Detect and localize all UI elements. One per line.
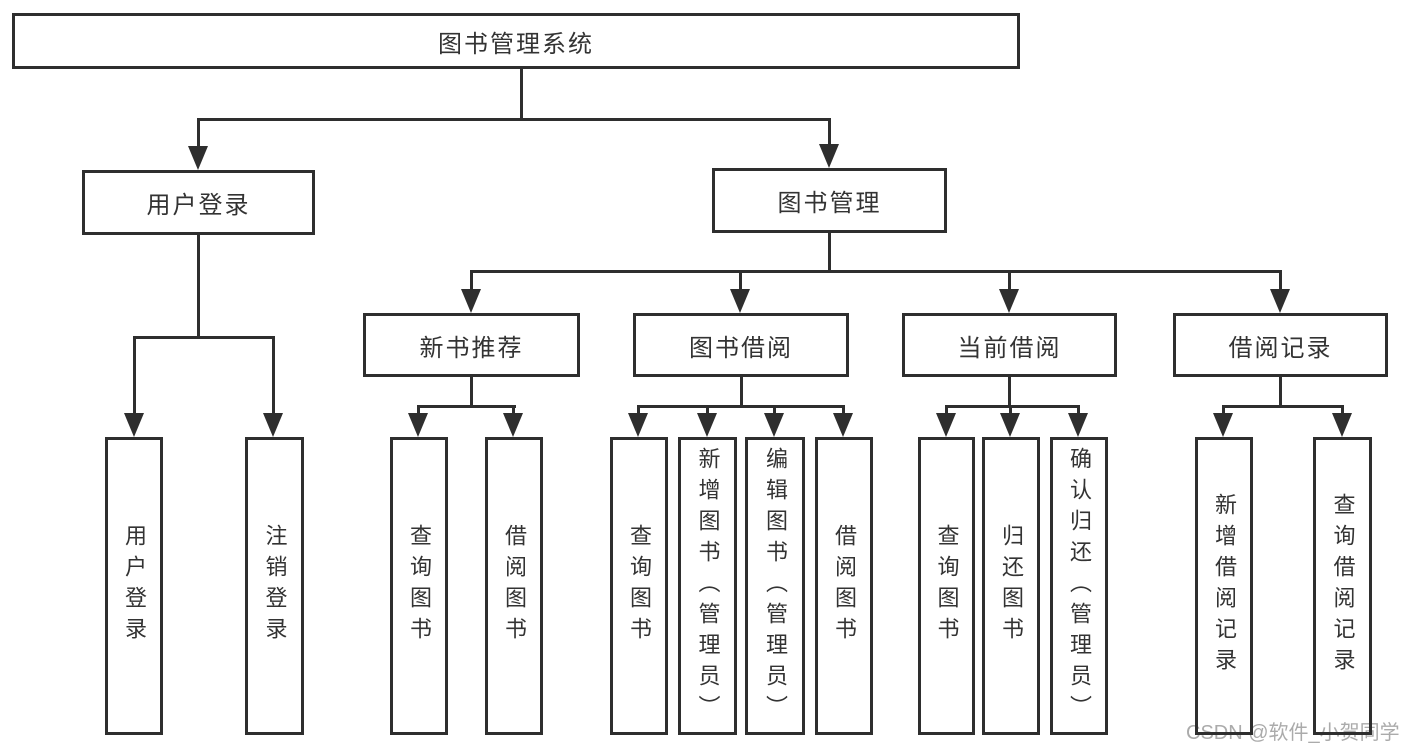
leaf-return-book-label: 归还图书 xyxy=(999,524,1024,648)
leaf-add-borrow-record: 新增借阅记录 xyxy=(1195,437,1253,735)
node-current-borrow: 当前借阅 xyxy=(902,313,1117,377)
connector-borrow-records-rail xyxy=(1222,405,1344,408)
arrow-down-icon xyxy=(833,413,853,437)
node-user-login-label: 用户登录 xyxy=(146,192,251,219)
connector-to-book-borrow xyxy=(739,270,742,289)
arrow-down-icon xyxy=(503,413,523,437)
leaf-borrow-books-2: 借阅图书 xyxy=(815,437,873,735)
connector-to-current-borrow xyxy=(1008,270,1011,289)
csdn-watermark: CSDN @软件_小贺同学 xyxy=(1186,722,1400,744)
arrow-down-icon xyxy=(730,289,750,313)
connector-new-book-recommend-rail xyxy=(417,405,516,408)
leaf-borrow-books-1: 借阅图书 xyxy=(485,437,543,735)
leaf-return-book: 归还图书 xyxy=(982,437,1040,735)
connector-new-book-recommend-stem xyxy=(470,377,473,408)
connector-borrow-records-stem xyxy=(1279,377,1282,408)
connector-to-leaf xyxy=(1009,405,1012,413)
leaf-query-borrow-record: 查询借阅记录 xyxy=(1313,437,1372,735)
leaf-add-borrow-record-label: 新增借阅记录 xyxy=(1212,493,1237,679)
leaf-query-books-2-label: 查询图书 xyxy=(627,524,652,648)
arrow-down-icon xyxy=(408,413,428,437)
arrow-down-icon xyxy=(124,413,144,437)
node-new-book-recommend: 新书推荐 xyxy=(363,313,580,377)
connector-current-borrow-stem xyxy=(1008,377,1011,408)
node-current-borrow-label: 当前借阅 xyxy=(957,334,1062,362)
connector-to-leaf xyxy=(706,405,709,413)
connector-to-leaf xyxy=(1341,405,1344,413)
leaf-query-borrow-record-label: 查询借阅记录 xyxy=(1330,493,1356,679)
connector-book-management-stem xyxy=(828,233,831,273)
connector-to-borrow-records xyxy=(1279,270,1282,289)
leaf-confirm-return-admin-label: 确认归还（管理员） xyxy=(1067,446,1092,726)
arrow-down-icon xyxy=(999,289,1019,313)
connector-book-borrow-stem xyxy=(740,377,743,408)
leaf-borrow-books-2-label: 借阅图书 xyxy=(832,524,857,648)
leaf-query-books-1-label: 查询图书 xyxy=(407,524,432,648)
leaf-borrow-books-1-label: 借阅图书 xyxy=(502,524,527,648)
node-root: 图书管理系统 xyxy=(12,13,1020,69)
connector-root-rail xyxy=(197,118,831,121)
node-root-label: 图书管理系统 xyxy=(438,30,594,58)
connector-user-login-stem xyxy=(197,235,200,339)
connector-to-leaf-user-login xyxy=(133,336,136,413)
leaf-edit-book-admin: 编辑图书（管理员） xyxy=(745,437,805,735)
arrow-down-icon xyxy=(461,289,481,313)
arrow-down-icon xyxy=(188,146,208,170)
leaf-logout-label: 注销登录 xyxy=(262,524,288,648)
connector-book-management-rail xyxy=(470,270,1282,273)
node-book-management-label: 图书管理 xyxy=(777,190,882,217)
connector-to-leaf xyxy=(842,405,845,413)
arrow-down-icon xyxy=(628,413,648,437)
node-user-login: 用户登录 xyxy=(82,170,315,235)
node-new-book-recommend-label: 新书推荐 xyxy=(419,334,524,362)
arrow-down-icon xyxy=(697,413,717,437)
connector-to-book-management xyxy=(828,118,831,144)
connector-to-leaf xyxy=(1077,405,1080,413)
connector-to-leaf xyxy=(512,405,515,413)
arrow-down-icon xyxy=(1000,413,1020,437)
connector-to-new-book-recommend xyxy=(470,270,473,289)
leaf-add-book-admin: 新增图书（管理员） xyxy=(678,437,737,735)
node-borrow-records: 借阅记录 xyxy=(1173,313,1388,377)
leaf-logout: 注销登录 xyxy=(245,437,304,735)
arrow-down-icon xyxy=(819,144,839,168)
leaf-query-books-3-label: 查询图书 xyxy=(934,524,960,648)
node-book-management: 图书管理 xyxy=(712,168,947,233)
connector-to-leaf xyxy=(945,405,948,413)
arrow-down-icon xyxy=(936,413,956,437)
leaf-user-login-label: 用户登录 xyxy=(122,524,147,648)
connector-to-leaf-logout xyxy=(272,336,275,413)
node-book-borrow: 图书借阅 xyxy=(633,313,849,377)
leaf-query-books-2: 查询图书 xyxy=(610,437,668,735)
arrow-down-icon xyxy=(1332,413,1352,437)
node-book-borrow-label: 图书借阅 xyxy=(689,334,793,362)
arrow-down-icon xyxy=(263,413,283,437)
connector-to-leaf xyxy=(1222,405,1225,413)
node-borrow-records-label: 借阅记录 xyxy=(1228,334,1333,362)
connector-to-leaf xyxy=(637,405,640,413)
leaf-user-login: 用户登录 xyxy=(105,437,163,735)
arrow-down-icon xyxy=(1213,413,1233,437)
arrow-down-icon xyxy=(1068,413,1088,437)
connector-to-leaf xyxy=(773,405,776,413)
arrow-down-icon xyxy=(1270,289,1290,313)
connector-user-login-rail xyxy=(133,336,275,339)
leaf-edit-book-admin-label: 编辑图书（管理员） xyxy=(763,446,788,726)
leaf-add-book-admin-label: 新增图书（管理员） xyxy=(695,446,721,726)
leaf-query-books-1: 查询图书 xyxy=(390,437,448,735)
connector-root-stem xyxy=(520,69,523,120)
connector-book-borrow-rail xyxy=(637,405,845,408)
leaf-query-books-3: 查询图书 xyxy=(918,437,975,735)
arrow-down-icon xyxy=(764,413,784,437)
connector-current-borrow-rail xyxy=(945,405,1080,408)
leaf-confirm-return-admin: 确认归还（管理员） xyxy=(1050,437,1108,735)
connector-to-leaf xyxy=(417,405,420,413)
connector-to-user-login xyxy=(197,118,200,146)
